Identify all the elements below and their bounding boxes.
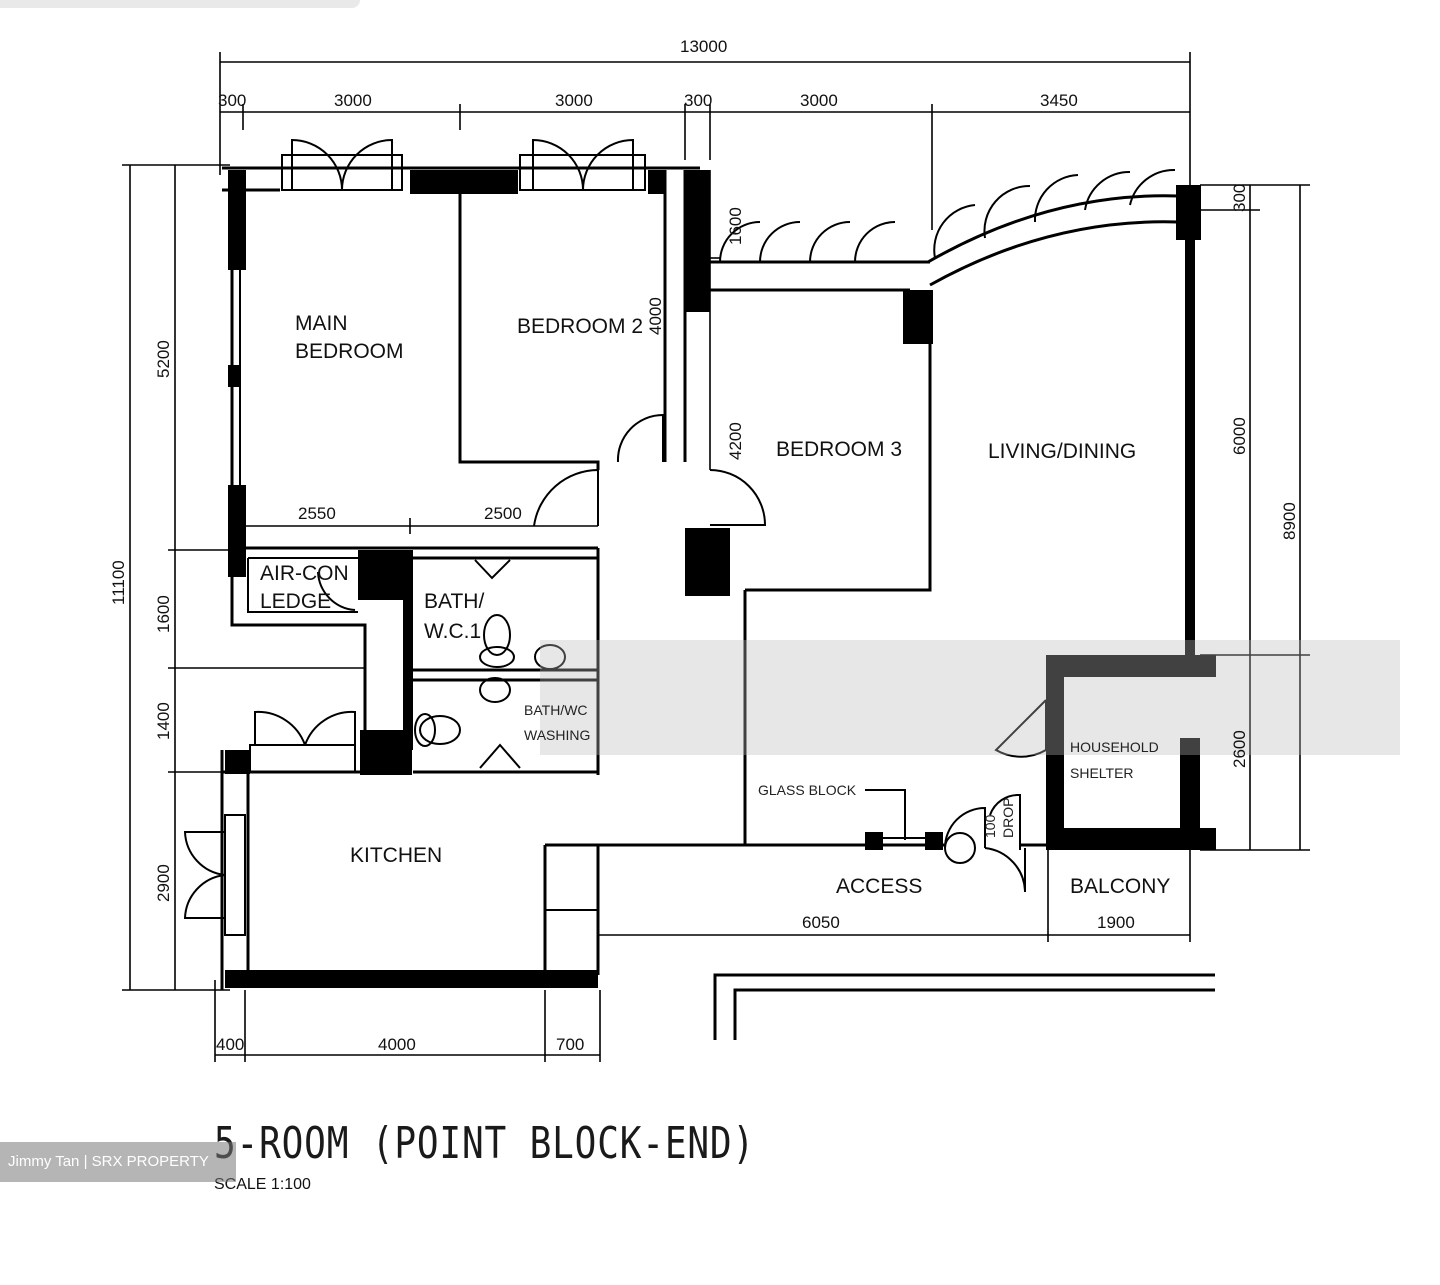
- windows-doors: [183, 138, 1176, 936]
- top-edge-bar: [0, 0, 360, 8]
- dim-inner-4200: 4200: [726, 422, 745, 460]
- label-main-bedroom-2: BEDROOM: [295, 340, 404, 363]
- label-refuse-1: 100: [982, 814, 998, 838]
- label-shelter-2: SHELTER: [1070, 765, 1134, 781]
- dim-bottom-400: 400: [216, 1035, 244, 1054]
- dim-left-1600: 1600: [154, 595, 173, 633]
- dim-top-300b: 300: [684, 91, 712, 110]
- label-refuse-2: DROP: [1000, 798, 1016, 838]
- dim-top-3000a: 3000: [334, 91, 372, 110]
- blurred-region: [540, 640, 1400, 755]
- label-access: ACCESS: [836, 875, 922, 898]
- dim-left-1400: 1400: [154, 702, 173, 740]
- dimension-labels: 13000 300 3000 3000 300 3000 3450 11100 …: [109, 37, 1299, 1054]
- label-kitchen: KITCHEN: [350, 844, 442, 867]
- label-glass-block: GLASS BLOCK: [758, 782, 857, 798]
- dim-inner-4000: 4000: [646, 297, 665, 335]
- dim-inner-2500: 2500: [484, 504, 522, 523]
- dim-right-6000: 6000: [1230, 417, 1249, 455]
- watermark: Jimmy Tan | SRX PROPERTY: [0, 1142, 236, 1182]
- label-balcony: BALCONY: [1070, 875, 1170, 898]
- dim-top-3000b: 3000: [555, 91, 593, 110]
- label-main-bedroom-1: MAIN: [295, 312, 348, 335]
- label-living-dining: LIVING/DINING: [988, 440, 1136, 463]
- label-shelter-1: HOUSEHOLD: [1070, 739, 1159, 755]
- dim-top-300a: 300: [218, 91, 246, 110]
- label-bedroom-2: BEDROOM 2: [517, 315, 643, 338]
- dim-right-8900: 8900: [1280, 502, 1299, 540]
- dim-inner-2550: 2550: [298, 504, 336, 523]
- label-bath-1: BATH/: [424, 590, 484, 613]
- dim-top-3450: 3450: [1040, 91, 1078, 110]
- dim-left-11100: 11100: [109, 560, 128, 605]
- dim-bottom-6050: 6050: [802, 913, 840, 932]
- dim-bottom-4000: 4000: [378, 1035, 416, 1054]
- label-aircon-2: LEDGE: [260, 590, 331, 613]
- dim-top-3000c: 3000: [800, 91, 838, 110]
- dim-right-300: 300: [1230, 184, 1249, 212]
- dim-bottom-1900: 1900: [1097, 913, 1135, 932]
- label-bath-2b: WASHING: [524, 727, 590, 743]
- dim-bottom-700: 700: [556, 1035, 584, 1054]
- label-bedroom-3: BEDROOM 3: [776, 438, 902, 461]
- dim-top-total: 13000: [680, 37, 727, 56]
- label-bath-1b: W.C.1: [424, 620, 481, 643]
- plan-scale: SCALE 1:100: [214, 1176, 311, 1193]
- dim-inner-1600: 1600: [726, 207, 745, 245]
- label-aircon-1: AIR-CON: [260, 562, 349, 585]
- floor-plan: MAIN BEDROOM BEDROOM 2 BEDROOM 3 LIVING/…: [109, 37, 1400, 1062]
- room-labels: MAIN BEDROOM BEDROOM 2 BEDROOM 3 LIVING/…: [260, 312, 1170, 898]
- dim-right-2600: 2600: [1230, 730, 1249, 768]
- dim-left-5200: 5200: [154, 340, 173, 378]
- plan-title: 5-ROOM (POINT BLOCK-END): [214, 1118, 756, 1169]
- walls: [220, 166, 1216, 1040]
- dim-left-2900: 2900: [154, 864, 173, 902]
- label-bath-2: BATH/WC: [524, 702, 588, 718]
